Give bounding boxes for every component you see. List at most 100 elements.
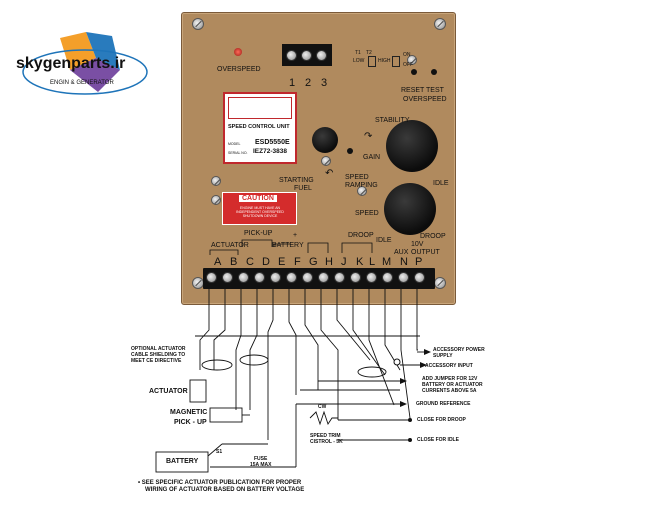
pcb-screw-icon: [321, 156, 331, 166]
label-blank-area: [228, 97, 292, 119]
reset-overspeed-label: OVERSPEED: [403, 96, 447, 103]
terminal-label-n: N: [400, 256, 408, 268]
jumper-t1: T1: [355, 50, 361, 56]
reset-button-icon[interactable]: [411, 69, 417, 75]
mounting-screw-icon: [434, 18, 446, 30]
terminal-label-k: K: [356, 256, 364, 268]
speed-potentiometer[interactable]: [384, 183, 436, 235]
shielding-note-1: OPTIONAL ACTUATOR: [131, 346, 186, 352]
logo-brand-text: skygenparts.ir: [16, 55, 126, 72]
label-model-label: MODEL: [228, 142, 241, 146]
actuator-group-label: ACTUATOR: [211, 242, 249, 249]
terminal-label-j: J: [341, 256, 347, 268]
label-model: ESD5550E: [255, 139, 290, 146]
terminal-screw-icon[interactable]: [398, 272, 409, 283]
starting-arrow-icon: ↶: [325, 168, 334, 179]
terminal-screw-icon[interactable]: [254, 272, 265, 283]
fuse-label-2: 15A MAX: [250, 462, 272, 468]
terminal-label-m: M: [382, 256, 392, 268]
overspeed-label: OVERSPEED: [217, 66, 261, 73]
caution-title: CAUTION: [239, 195, 277, 202]
shielding-note-3: MEET CE DIRECTIVE: [131, 358, 182, 364]
magnetic-label-2: PICK - UP: [174, 419, 207, 426]
jumper-note-2: BATTERY OR ACTUATOR: [422, 382, 483, 388]
output-label-2: OUTPUT: [411, 249, 440, 256]
stability-label: STABILITY: [375, 117, 410, 124]
battery-label: BATTERY: [166, 458, 199, 465]
terminal-label-p: P: [415, 256, 423, 268]
pcb-screw-icon: [357, 186, 367, 196]
caution-label: CAUTION ENGINE MUST HAVE AN INDEPENDENT …: [222, 192, 297, 225]
pcb-screw-icon: [211, 195, 221, 205]
terminal-screw-icon[interactable]: [206, 272, 217, 283]
terminal-screw-icon[interactable]: [334, 272, 345, 283]
terminal-screw-icon[interactable]: [318, 272, 329, 283]
test-button-icon[interactable]: [431, 69, 437, 75]
cw-label: CW: [318, 404, 327, 410]
terminal-label-f: F: [294, 256, 301, 268]
ground-reference-label: GROUND REFERENCE: [416, 401, 471, 407]
terminal-screw-icon[interactable]: [382, 272, 393, 283]
jumper-t2: T2: [366, 50, 372, 56]
terminal-label-b: B: [230, 256, 238, 268]
terminal-screw-icon[interactable]: [414, 272, 425, 283]
idle-label: IDLE: [433, 180, 449, 187]
product-label-card: SPEED CONTROL UNIT MODEL ESD5550E SERIAL…: [223, 92, 297, 164]
fuel-label: FUEL: [294, 185, 312, 192]
terminal-label-e: E: [278, 256, 286, 268]
label-title: SPEED CONTROL UNIT: [228, 124, 290, 130]
idle-group-label: IDLE: [376, 237, 392, 244]
terminal-screw-icon[interactable]: [286, 50, 297, 61]
terminal-screw-icon[interactable]: [270, 272, 281, 283]
overspeed-led-icon: [234, 48, 242, 56]
terminal-label-l: L: [369, 256, 376, 268]
speed-ramping-label-2: RAMPING: [345, 182, 378, 189]
jumper-low: LOW: [353, 58, 365, 64]
terminal-screw-icon[interactable]: [238, 272, 249, 283]
speed-trim-label-1: SPEED TRIM: [310, 433, 341, 439]
speed-ramping-label-1: SPEED: [345, 174, 369, 181]
terminal-screw-icon[interactable]: [301, 50, 312, 61]
actuator-note-2: WIRING OF ACTUATOR BASED ON BATTERY VOLT…: [145, 487, 305, 493]
s1-label: S1: [216, 449, 223, 455]
magnetic-label-1: MAGNETIC: [170, 409, 208, 416]
stability-gain-potentiometer[interactable]: [386, 120, 438, 172]
jumper-note-3: CURRENTS ABOVE 5A: [422, 388, 477, 394]
close-for-idle-label: CLOSE FOR IDLE: [417, 437, 459, 443]
terminal-label-a: A: [214, 256, 222, 268]
gain-label: GAIN: [363, 154, 381, 161]
dip-switch-icon[interactable]: [392, 56, 400, 67]
actuator-label: ACTUATOR: [149, 388, 188, 395]
shielding-note-2: CABLE SHIELDING TO: [131, 352, 186, 358]
droop-group-label: DROOP: [348, 232, 374, 239]
group-bracket-lines: [209, 239, 373, 255]
reset-test-label: RESET TEST: [401, 87, 444, 94]
top-terminal-label-1: 1: [289, 77, 296, 89]
droop-knob-label: DROOP: [420, 233, 446, 240]
logo-mark: [22, 32, 148, 95]
speed-trim-label-2: CISTROL - 5K: [310, 439, 343, 445]
label-serial-label: SERIAL NO.: [228, 151, 248, 155]
jumper-high: HIGH: [378, 58, 391, 64]
terminal-screw-icon[interactable]: [316, 50, 327, 61]
accessory-power-label: ACCESSORY POWER: [433, 347, 485, 353]
terminal-label-c: C: [246, 256, 254, 268]
jumper-note-1: ADD JUMPER FOR 12V: [422, 376, 478, 382]
terminal-label-d: D: [262, 256, 270, 268]
pcb-screw-icon: [407, 55, 417, 65]
top-terminal-label-3: 3: [321, 77, 328, 89]
terminal-screw-icon[interactable]: [350, 272, 361, 283]
terminal-screw-icon[interactable]: [286, 272, 297, 283]
jumper-on: ON: [403, 52, 411, 58]
terminal-screw-icon[interactable]: [302, 272, 313, 283]
starting-fuel-potentiometer[interactable]: [312, 127, 338, 153]
dip-switch-icon[interactable]: [368, 56, 376, 67]
top-terminal-label-2: 2: [305, 77, 312, 89]
battery-group-label: BATTERY: [272, 242, 304, 249]
mounting-screw-icon: [192, 18, 204, 30]
terminal-screw-icon[interactable]: [366, 272, 377, 283]
terminal-screw-icon[interactable]: [222, 272, 233, 283]
speed-ramping-pot-icon[interactable]: [347, 148, 353, 154]
fuse-label-1: FUSE: [254, 456, 268, 462]
